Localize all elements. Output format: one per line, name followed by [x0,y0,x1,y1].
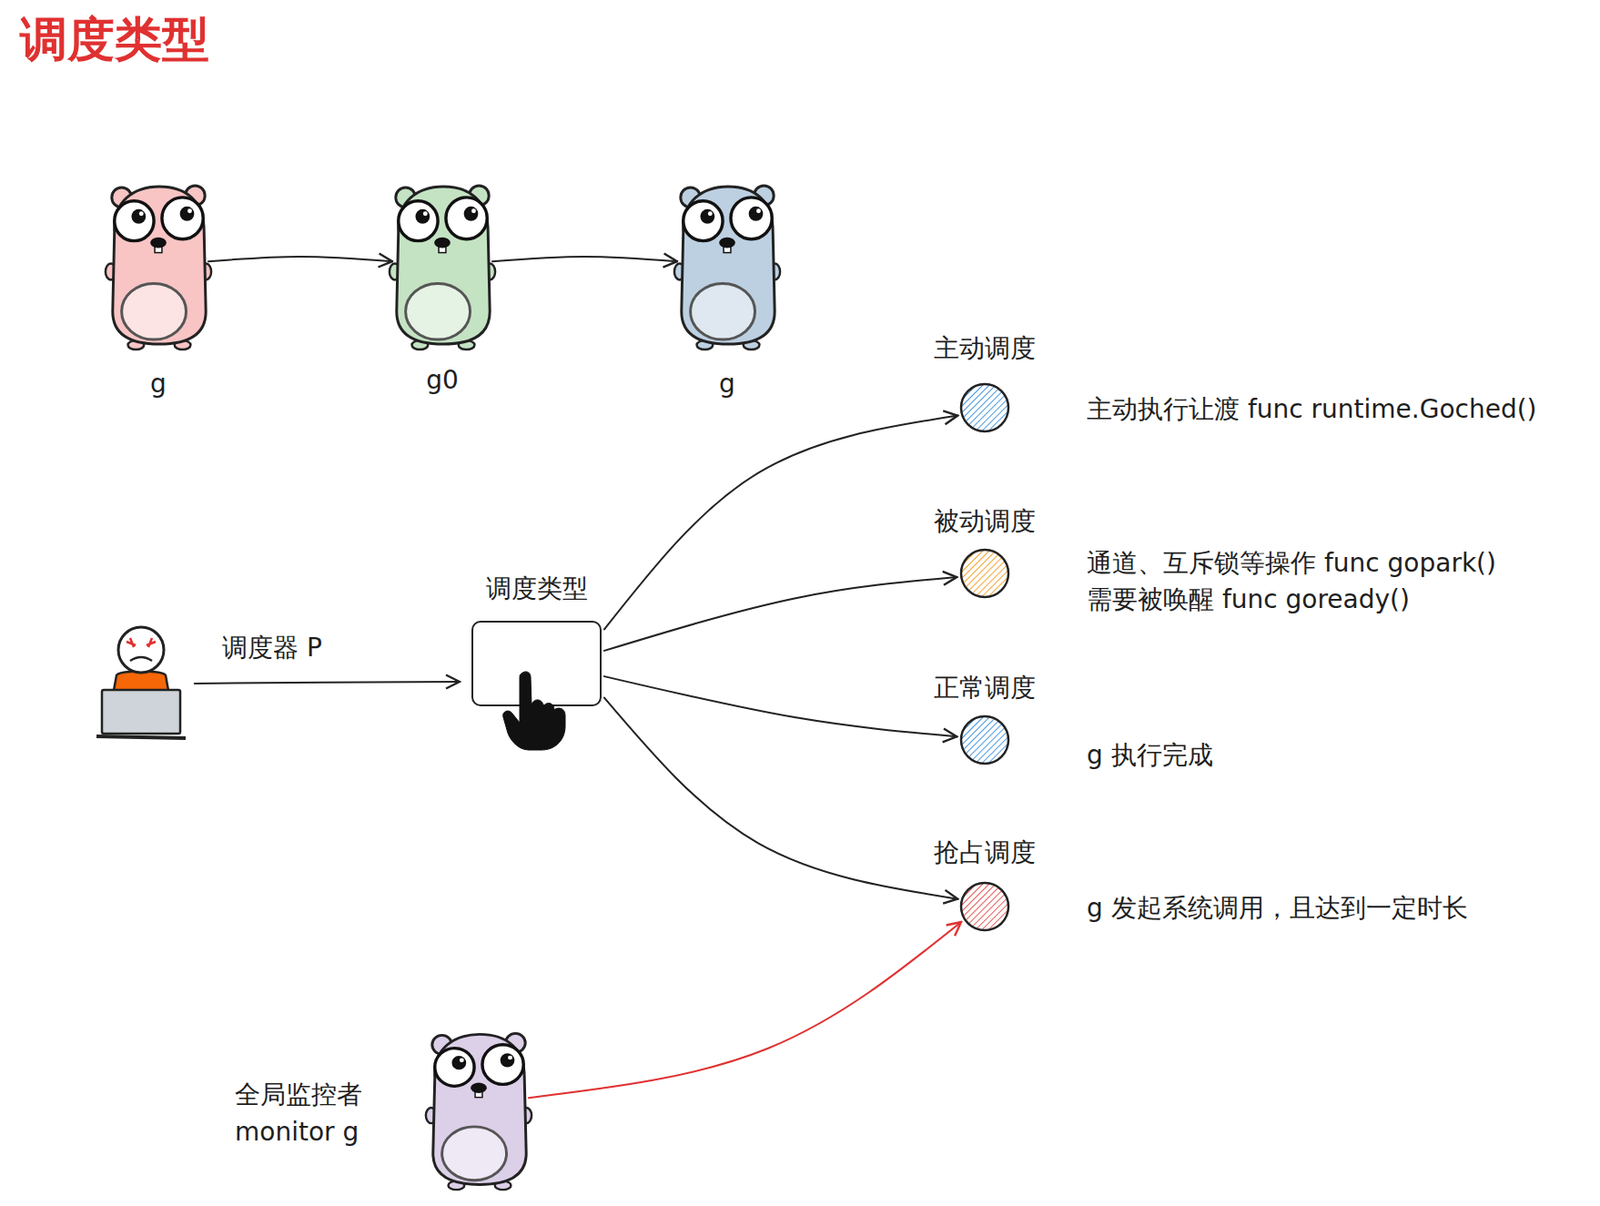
gopher-eye [114,201,154,242]
frown [130,657,152,661]
circle-outline [961,882,1009,931]
connector-arrow [604,698,958,900]
gopher-pupil [500,1053,516,1067]
gopher-pupil [749,206,764,222]
description-text: g 执行完成 [1086,739,1214,771]
node-heading: 正常调度 [933,672,1036,704]
gopher-node: g0 [384,175,501,353]
node-heading: 抢占调度 [933,837,1036,869]
gopher-illustration [668,175,786,353]
gopher-highlight [423,211,428,216]
gopher-label: g [150,368,167,400]
hatched-circle [959,547,1011,599]
gopher-label: g [718,368,736,400]
connector-arrow [492,256,678,262]
gopher-pupil [451,1055,466,1070]
hatched-circle [959,714,1011,766]
schedule-circle: 主动调度 [959,382,1011,434]
schedule-circle: 被动调度 [959,547,1011,599]
gopher-highlight [756,208,761,213]
gopher-node: g [668,175,786,353]
gopher-label: g0 [425,364,459,396]
gopher-illustration [420,1023,537,1193]
gopher-highlight [187,208,193,213]
gopher-eye [445,197,487,240]
node-heading: 调度类型 [486,573,588,605]
gopher-body [433,1033,527,1185]
gopher-illustration [384,175,501,353]
schedule-circle: 正常调度 [959,714,1011,766]
node-heading: 主动调度 [933,333,1036,365]
gopher-pupil [131,209,146,224]
gopher-eye [162,197,203,240]
gopher-body [681,186,775,345]
gopher-body [112,186,206,345]
node-heading: 被动调度 [933,506,1036,537]
pointer-hand [501,669,575,752]
person-icon [96,627,186,739]
arrow-label: 调度器 P [222,632,323,664]
scheduler-box: 调度类型 [471,620,602,707]
laptop-screen [101,689,181,734]
gopher-belly [405,283,471,340]
connector-arrow [604,415,958,630]
gopher-belly [121,283,187,340]
gopher-body [396,186,490,345]
gopher-highlight [139,211,144,216]
connector-arrow [604,577,957,651]
laptop-base [96,736,186,739]
gopher-highlight [459,1057,465,1063]
scheduler-arrow [193,681,460,684]
circle-ground [961,882,1009,931]
gopher-belly [442,1126,507,1181]
gopher-highlight [471,208,476,213]
circle-ground [961,716,1009,764]
gopher-illustration [100,175,217,353]
circle-outline [961,716,1009,764]
gopher-eye [398,201,438,242]
hatched-circle [959,881,1011,932]
description-text: 需要被唤醒 func goready() [1086,584,1410,616]
gopher-highlight [708,211,713,216]
angry-eyes [126,637,156,648]
description-text: g 发起系统调用，且达到一定时长 [1086,892,1469,924]
schedule-circle: 抢占调度 [959,881,1011,932]
gopher-pupil [415,209,430,224]
connector-arrow [604,676,957,737]
gopher-pupil [464,206,479,222]
circle-outline [961,384,1009,432]
description-text: 主动执行让渡 func runtime.Goched() [1086,394,1538,426]
hand-shape [503,671,566,750]
gopher-eye [683,201,723,242]
connector-arrow [528,921,962,1098]
gopher-belly [690,283,756,340]
hatched-circle [959,382,1011,434]
gopher-eye [482,1044,524,1085]
gopher-pupil [699,209,715,224]
circle-ground [961,384,1009,432]
gopher-eye [730,197,772,240]
description-text: 通道、互斥锁等操作 func gopark() [1086,547,1497,579]
connector-arrow [208,256,393,262]
gopher-node: g [100,175,217,353]
diagram-title: 调度类型 [20,10,210,68]
gopher-highlight [507,1055,513,1061]
gopher-nose [470,1083,487,1094]
gopher-eye [435,1048,475,1087]
person-head [118,627,164,673]
gopher-pupil [180,206,195,222]
gopher-label: 全局监控者 monitor g [234,1076,381,1151]
circle-outline [961,549,1009,598]
circle-ground [961,549,1009,598]
gopher-node: 全局监控者 monitor g [420,1023,537,1193]
gopher-nose [434,237,451,249]
gopher-nose [718,237,736,249]
gopher-nose [150,237,167,249]
